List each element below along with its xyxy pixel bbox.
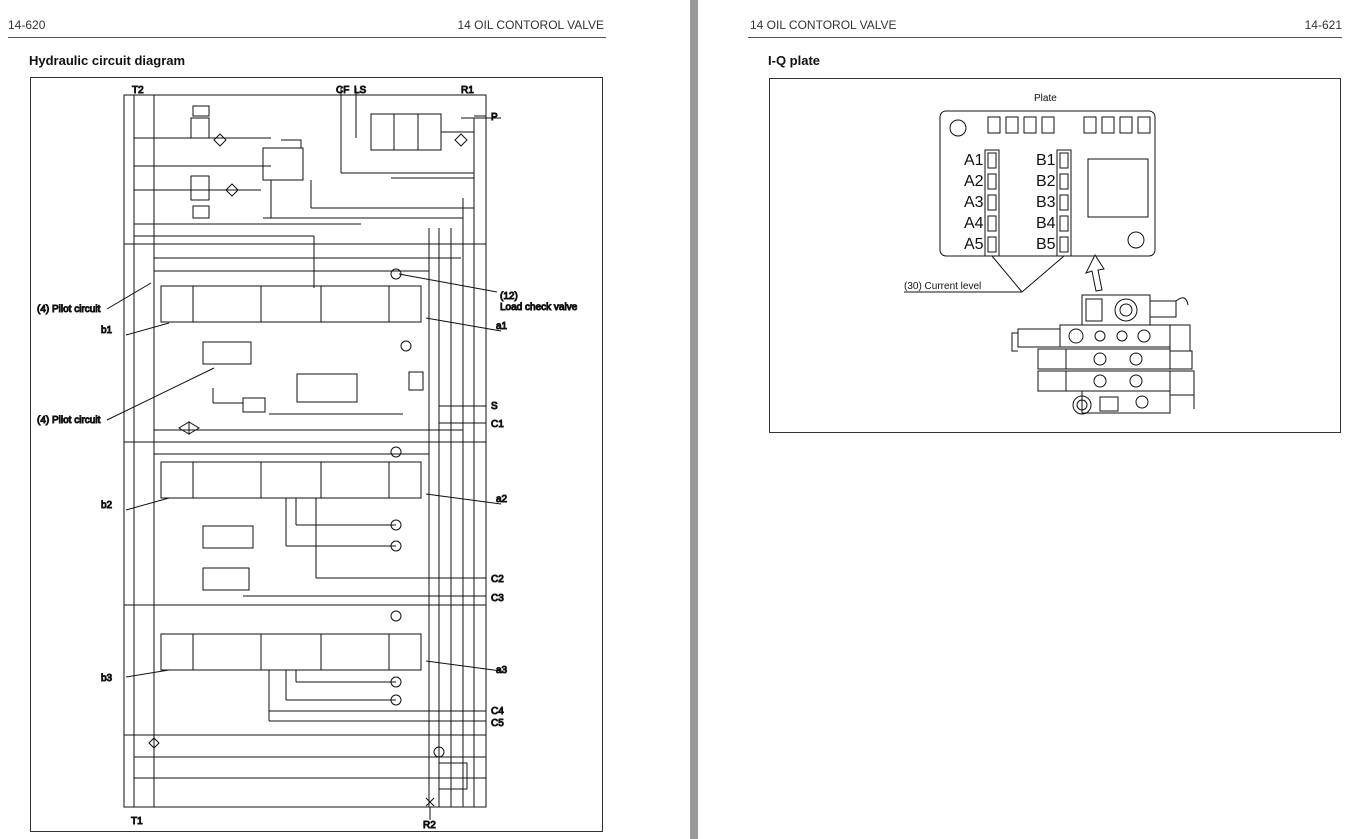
port-label-b1: b1 xyxy=(101,325,113,336)
plate-top-squares xyxy=(987,116,1151,134)
port-label-t1: T1 xyxy=(131,816,143,827)
label-b4: B4 xyxy=(1036,215,1056,232)
valve-assembly-illustration xyxy=(1011,294,1195,415)
leader-lines xyxy=(106,273,502,678)
priority-valve xyxy=(340,88,501,179)
port-label-c5: C5 xyxy=(491,718,504,729)
page-number-right: 14-621 xyxy=(1304,18,1342,32)
port-label-c2: C2 xyxy=(491,574,504,585)
hydraulic-circuit-diagram: T2 CF LS R1 P (4) Pilot circuit (4) Pilo… xyxy=(37,85,579,832)
top-valve-section xyxy=(134,105,474,288)
port-lines xyxy=(439,115,486,722)
plate xyxy=(939,110,1156,257)
plate-label: Plate xyxy=(1034,93,1057,104)
spool-section-3 xyxy=(160,610,486,722)
label-b5: B5 xyxy=(1036,236,1056,253)
port-label-a2: a2 xyxy=(496,494,508,505)
port-label-r2: R2 xyxy=(423,820,436,831)
plate-label-area xyxy=(1087,158,1149,218)
spool-section-2 xyxy=(154,446,486,597)
page-number-left: 14-620 xyxy=(8,18,46,32)
label-pilot-circuit-1: (4) Pilot circuit xyxy=(37,304,101,315)
current-level-leader xyxy=(904,255,1065,293)
port-label-s: S xyxy=(491,401,498,412)
port-label-r1: R1 xyxy=(461,85,474,96)
port-label-a3: a3 xyxy=(496,665,508,676)
iq-plate-frame: Plate A1 A2 A3 A4 A5 xyxy=(769,78,1341,433)
port-label-b2: b2 xyxy=(101,500,113,511)
section-title-iq-plate: I-Q plate xyxy=(768,53,821,68)
bottom-relief-section xyxy=(134,737,486,820)
spool-section-1 xyxy=(154,257,463,435)
iq-plate-figure: Plate A1 A2 A3 A4 A5 xyxy=(904,93,1195,415)
plate-hole-bottom xyxy=(1127,231,1145,249)
port-label-c3: C3 xyxy=(491,593,504,604)
label-a2: A2 xyxy=(964,173,984,190)
label-b1: B1 xyxy=(1036,152,1056,169)
port-label-c4: C4 xyxy=(491,706,504,717)
label-current-level: (30) Current level xyxy=(904,281,981,292)
page-gutter xyxy=(690,0,698,839)
label-b2: B2 xyxy=(1036,173,1056,190)
port-label-b3: b3 xyxy=(101,673,113,684)
header-rule-right xyxy=(748,37,1342,38)
header-rule-left xyxy=(8,37,606,38)
chapter-title-left: 14 OIL CONTOROL VALVE xyxy=(457,18,605,32)
port-label-a1: a1 xyxy=(496,321,508,332)
b-level-boxes xyxy=(1056,149,1072,257)
label-a5: A5 xyxy=(964,236,984,253)
port-label-c1: C1 xyxy=(491,419,504,430)
right-page: 14 OIL CONTOROL VALVE 14-621 I-Q plate P… xyxy=(698,0,1354,839)
port-label-ls: LS xyxy=(354,85,367,96)
port-label-cf: CF xyxy=(336,85,349,96)
hydraulic-diagram-frame: T2 CF LS R1 P (4) Pilot circuit (4) Pilo… xyxy=(30,77,603,832)
label-b3: B3 xyxy=(1036,194,1056,211)
a-level-boxes xyxy=(984,149,1000,257)
port-label-p: P xyxy=(491,112,498,123)
section-title-hydraulic: Hydraulic circuit diagram xyxy=(29,53,186,68)
label-pilot-circuit-2: (4) Pilot circuit xyxy=(37,415,101,426)
label-a1: A1 xyxy=(964,152,984,169)
plate-hole-top xyxy=(949,119,967,137)
left-page: 14-620 14 OIL CONTOROL VALVE Hydraulic c… xyxy=(8,18,606,832)
label-load-check-number: (12) xyxy=(500,291,518,302)
arrow-icon xyxy=(1085,253,1105,292)
label-a3: A3 xyxy=(964,194,984,211)
circuit-outline xyxy=(123,94,487,808)
chapter-title-right: 14 OIL CONTOROL VALVE xyxy=(750,18,897,32)
label-a4: A4 xyxy=(964,215,984,232)
port-label-t2: T2 xyxy=(132,85,144,96)
label-load-check-valve: Load check valve xyxy=(500,302,578,313)
